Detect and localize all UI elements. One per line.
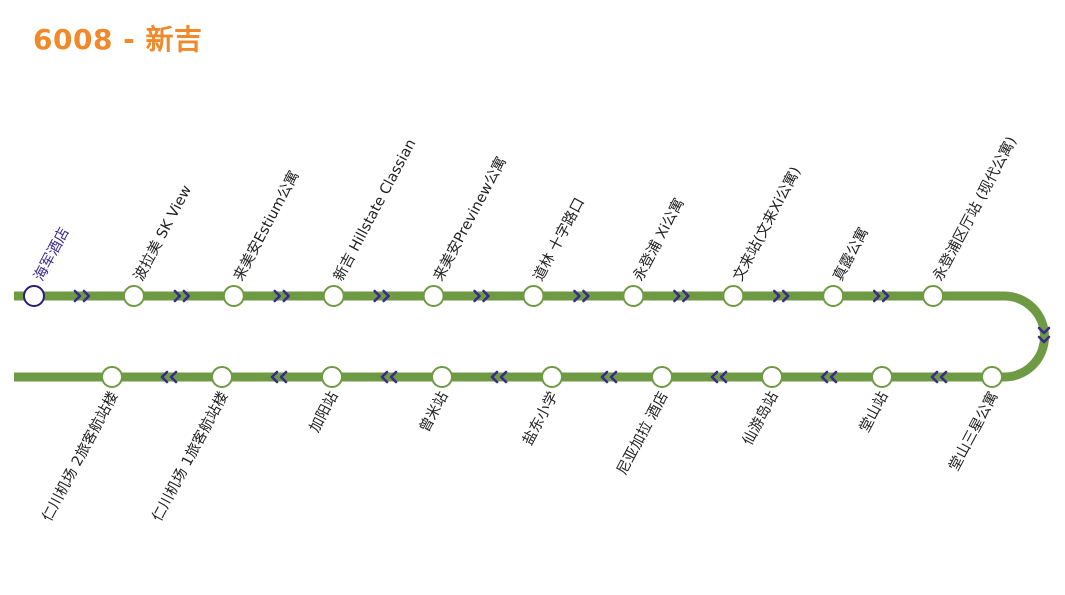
stop-marker[interactable] (321, 366, 343, 388)
direction-arrows (73, 289, 1051, 384)
direction-arrow (573, 289, 590, 303)
stop-label-top: 真露公寓 (829, 224, 872, 284)
stop-label-bottom: 尼亚加拉 酒店 (614, 389, 672, 478)
direction-arrow (673, 289, 690, 303)
stop-marker[interactable] (651, 366, 673, 388)
stop-label-bottom: 加阳站 (306, 389, 341, 435)
direction-arrow (600, 370, 618, 384)
stop-marker[interactable] (431, 366, 453, 388)
stop-label-bottom: 仁川机场 1旅客航站楼 (149, 389, 232, 524)
direction-arrow (270, 370, 288, 384)
stop-marker[interactable] (101, 366, 123, 388)
route-title: 6008 - 新吉 (33, 23, 203, 56)
stop-label-bottom: 盐东小学 (519, 389, 561, 448)
stop-label-top: 新吉 Hillstate Classian (330, 136, 419, 284)
direction-arrow (820, 370, 838, 384)
stop-label-bottom: 仁川机场 2旅客航站楼 (39, 389, 122, 524)
stop-marker[interactable] (922, 285, 945, 307)
stop-label-top: 道林 十字路口 (530, 195, 588, 284)
stop-marker[interactable] (122, 285, 145, 307)
stop-labels: 海军酒店 波拉美 SK View 来美安Estium公寓新吉 Hillstate C… (31, 133, 1021, 524)
stop-label-top: 来美安Previnew公寓 (429, 153, 510, 283)
direction-arrow (273, 289, 291, 303)
stop-marker[interactable] (322, 285, 345, 307)
stop-label-top: 波拉美 SK View (130, 182, 195, 284)
stop-label-bottom: 曾米站 (416, 389, 451, 435)
stop-marker[interactable] (871, 366, 893, 388)
stop-label-top: 海军酒店 (31, 225, 73, 284)
stops (23, 285, 1003, 388)
direction-arrow (173, 289, 191, 303)
direction-arrow (772, 289, 790, 303)
direction-arrow (373, 289, 390, 303)
stop-label-top: 永登浦 Xi公寓 (629, 195, 688, 284)
stop-marker[interactable] (422, 285, 445, 307)
stop-marker[interactable] (522, 285, 545, 307)
stop-label-bottom: 堂山三星公寓 (945, 388, 1002, 473)
direction-arrow (1037, 326, 1051, 344)
stop-marker[interactable] (722, 285, 745, 307)
route-line (14, 291, 1049, 382)
stop-label-top: 来美安Estium公寓 (229, 167, 302, 283)
stop-marker-current[interactable] (23, 285, 45, 307)
stop-marker[interactable] (622, 285, 645, 307)
direction-arrow (710, 370, 728, 384)
direction-arrow (160, 370, 178, 384)
stop-label-bottom: 仙游岛站 (739, 389, 781, 448)
direction-arrow (872, 289, 890, 303)
stop-label-top: 永登浦区厅站 (现代公寓) (929, 133, 1020, 284)
direction-arrow (73, 289, 91, 303)
stop-label-top: 文来站(文来Xi公寓) (729, 163, 804, 283)
stop-marker[interactable] (761, 366, 783, 388)
route-line-path (14, 291, 1049, 382)
stop-marker[interactable] (211, 366, 233, 388)
stop-marker[interactable] (822, 285, 845, 307)
stop-marker[interactable] (541, 366, 563, 388)
direction-arrow (930, 370, 948, 384)
direction-arrow (473, 289, 490, 303)
direction-arrow (380, 370, 398, 384)
stop-marker[interactable] (222, 285, 245, 307)
direction-arrow (490, 370, 508, 384)
stop-label-bottom: 堂山站 (856, 389, 891, 435)
stop-marker[interactable] (981, 366, 1003, 388)
